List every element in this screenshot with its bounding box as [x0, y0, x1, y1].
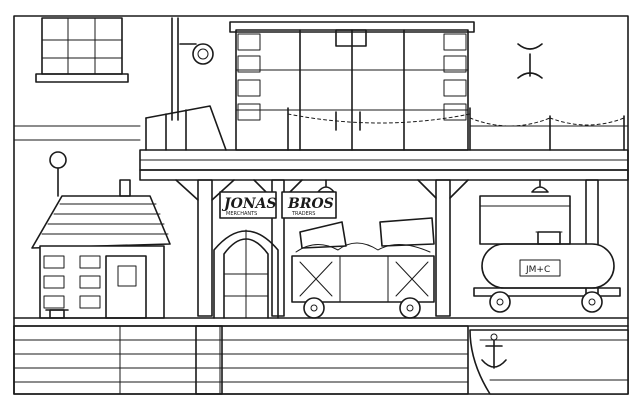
coal-wagon: [291, 217, 435, 319]
gantry-platform: [139, 105, 629, 317]
pendant-lamp: [317, 179, 549, 193]
company-sign: JONAS BROS MERCHANTS TRADERS: [219, 191, 337, 219]
sign-sub-1: MERCHANTS: [226, 211, 257, 217]
upper-window: [35, 17, 129, 83]
tank-wagon: JM+C: [473, 195, 621, 313]
sign-sub-2: TRADERS: [291, 211, 315, 217]
moored-boat: [469, 329, 629, 395]
stone-hut: [31, 179, 171, 319]
quay-wall: [13, 317, 629, 395]
sign-word-1: JONAS: [221, 196, 277, 212]
wall-lamp: [179, 43, 214, 65]
loading-doors: [229, 21, 475, 151]
arched-doorway: [213, 229, 279, 319]
anchor-icon: [481, 333, 507, 369]
sign-word-2: BROS: [287, 196, 334, 212]
mooring-bollard: [45, 309, 69, 319]
wall-hook: [517, 43, 543, 79]
tank-label: JM+C: [525, 265, 550, 275]
lamp-post: [49, 151, 67, 197]
drain-pipe: [171, 17, 179, 121]
chain-railing: [287, 107, 625, 151]
